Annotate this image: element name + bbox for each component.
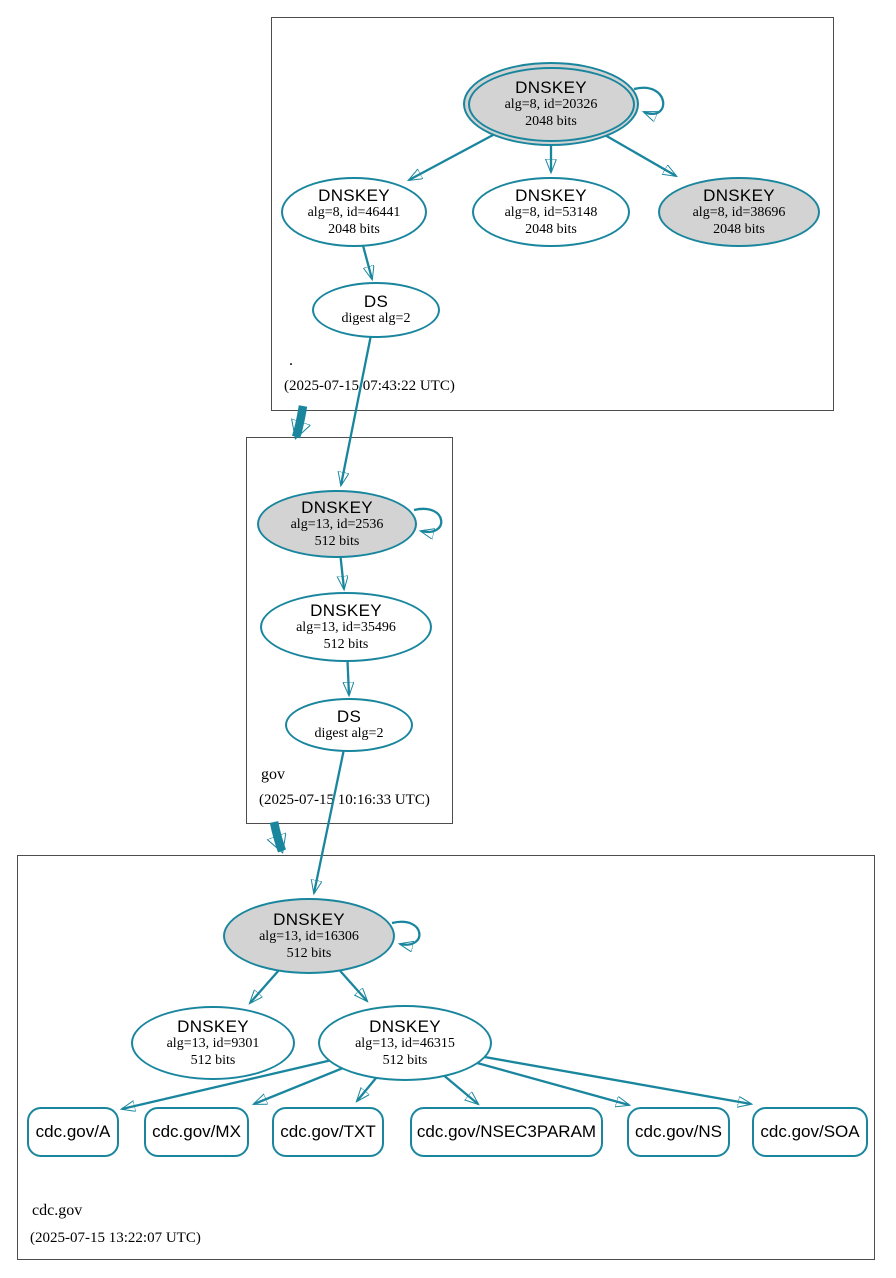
node-detail: alg=8, id=46441 (307, 205, 401, 220)
rrset-cdc-gov-soa: cdc.gov/SOA (752, 1107, 868, 1157)
node-detail: 2048 bits (713, 221, 765, 237)
zone-label-gov: gov (261, 766, 285, 783)
node-title: DS (363, 292, 389, 312)
node-detail: 512 bits (314, 533, 360, 549)
zone-label-cdc-gov: cdc.gov (32, 1202, 83, 1219)
node-dnskey-38696: DNSKEY alg=8, id=38696 2048 bits (658, 177, 820, 247)
node-title: DNSKEY (703, 185, 775, 205)
node-detail: alg=13, id=9301 (166, 1036, 260, 1051)
node-title: DS (336, 707, 362, 727)
node-title: DNSKEY (515, 77, 587, 97)
node-detail: digest alg=2 (314, 726, 384, 742)
node-title: DNSKEY (318, 185, 390, 205)
node-detail: digest alg=2 (341, 311, 411, 327)
node-detail: alg=8, id=53148 (504, 205, 598, 220)
node-detail: alg=13, id=35496 (296, 620, 396, 635)
node-detail: 512 bits (382, 1052, 428, 1068)
node-dnskey-53148: DNSKEY alg=8, id=53148 2048 bits (472, 177, 630, 247)
node-title: DNSKEY (310, 600, 382, 620)
node-title: DNSKEY (177, 1016, 249, 1036)
rrset-cdc-gov-a: cdc.gov/A (27, 1107, 119, 1157)
node-detail: 2048 bits (328, 221, 380, 237)
node-dnskey-ksk-16306: DNSKEY alg=13, id=16306 512 bits (223, 898, 395, 974)
node-dnskey-46315: DNSKEY alg=13, id=46315 512 bits (318, 1005, 492, 1081)
zone-timestamp-root: (2025-07-15 07:43:22 UTC) (284, 378, 455, 394)
node-title: DNSKEY (515, 185, 587, 205)
rrset-cdc-gov-txt: cdc.gov/TXT (272, 1107, 384, 1157)
node-title: DNSKEY (301, 497, 373, 517)
node-dnskey-35496: DNSKEY alg=13, id=35496 512 bits (260, 592, 432, 662)
zone-timestamp-gov: (2025-07-15 10:16:33 UTC) (259, 792, 430, 808)
node-ds-root: DS digest alg=2 (312, 282, 440, 338)
node-detail: alg=8, id=20326 (504, 97, 598, 112)
node-dnskey-46441: DNSKEY alg=8, id=46441 2048 bits (281, 177, 427, 247)
node-detail: alg=8, id=38696 (692, 205, 786, 220)
node-detail: 512 bits (323, 636, 369, 652)
node-detail: alg=13, id=46315 (355, 1036, 455, 1051)
node-dnskey-ksk-20326: DNSKEY alg=8, id=20326 2048 bits (463, 62, 639, 146)
node-detail: 2048 bits (525, 221, 577, 237)
edge-gov-zone-to-cdc-zone (274, 821, 282, 851)
zone-timestamp-cdc-gov: (2025-07-15 13:22:07 UTC) (30, 1230, 201, 1246)
node-detail: 512 bits (286, 945, 332, 961)
node-ds-gov: DS digest alg=2 (285, 698, 413, 752)
zone-box-cdc-gov (17, 855, 875, 1260)
node-detail: alg=13, id=2536 (290, 517, 384, 532)
node-dnskey-ksk-2536: DNSKEY alg=13, id=2536 512 bits (257, 490, 417, 558)
node-title: DNSKEY (273, 909, 345, 929)
rrset-cdc-gov-ns: cdc.gov/NS (627, 1107, 730, 1157)
node-detail: 2048 bits (525, 113, 577, 129)
node-dnskey-9301: DNSKEY alg=13, id=9301 512 bits (131, 1006, 295, 1080)
node-detail: 512 bits (190, 1052, 236, 1068)
zone-box-root (271, 17, 834, 411)
rrset-cdc-gov-nsec3param: cdc.gov/NSEC3PARAM (410, 1107, 603, 1157)
node-detail: alg=13, id=16306 (259, 929, 359, 944)
zone-label-root: . (289, 352, 293, 369)
node-title: DNSKEY (369, 1016, 441, 1036)
rrset-cdc-gov-mx: cdc.gov/MX (144, 1107, 249, 1157)
